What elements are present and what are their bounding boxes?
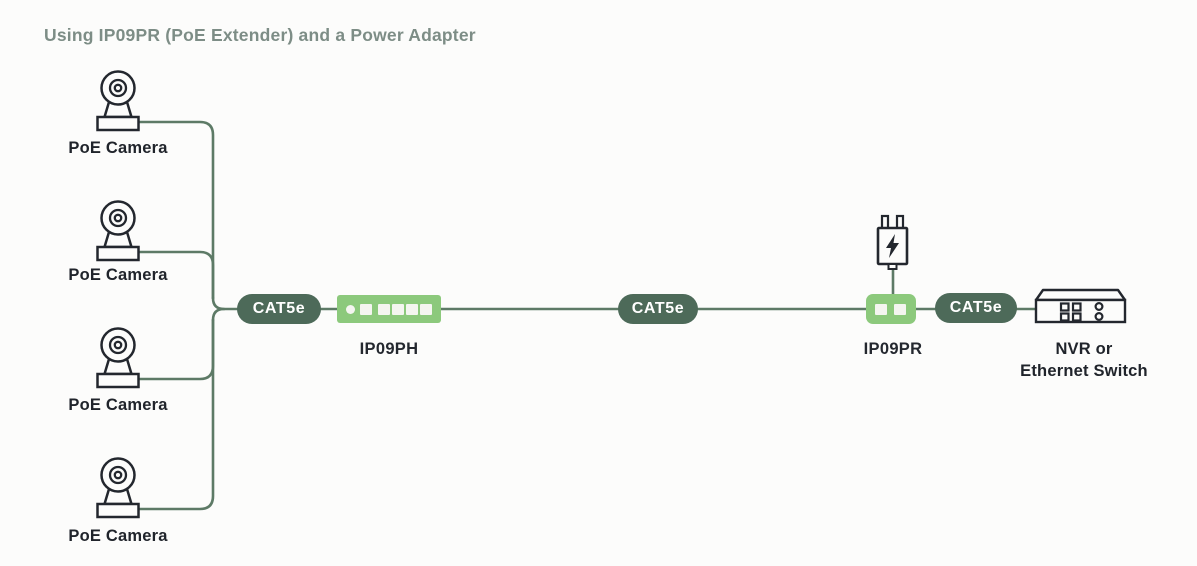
ip09ph-label: IP09PH — [359, 340, 419, 358]
ip09ph-device — [337, 295, 441, 323]
led-dot — [346, 305, 355, 314]
poe-camera-icon — [96, 457, 140, 519]
port-square — [406, 304, 418, 315]
endpoint-label: NVR or Ethernet Switch — [1013, 338, 1155, 382]
lightning-bolt-icon — [886, 234, 899, 258]
endpoint-label-line2: Ethernet Switch — [1020, 362, 1148, 380]
port-square — [420, 304, 432, 315]
camera4-label: PoE Camera — [68, 527, 168, 545]
port-square — [360, 304, 372, 315]
poe-camera-icon — [96, 70, 140, 132]
nvr-switch-icon — [1034, 288, 1127, 324]
camera1-cable-line — [138, 120, 215, 300]
trunk-join-bottom-line — [211, 307, 226, 322]
port-square — [875, 304, 887, 315]
endpoint-label-line1: NVR or — [1055, 340, 1113, 358]
ip09pr-device — [866, 294, 916, 324]
cable-badge-cat5e: CAT5e — [237, 294, 321, 324]
port-square — [392, 304, 404, 315]
poe-camera-icon — [96, 200, 140, 262]
cable-badge-cat5e: CAT5e — [618, 294, 698, 324]
camera4-cable-line — [138, 318, 215, 511]
camera3-cable-line — [138, 318, 215, 381]
diagram-title: Using IP09PR (PoE Extender) and a Power … — [44, 25, 476, 45]
power-adapter-icon — [876, 214, 909, 270]
camera1-label: PoE Camera — [68, 139, 168, 157]
port-square — [378, 304, 390, 315]
camera2-cable-line — [138, 250, 215, 300]
cable-badge-cat5e: CAT5e — [935, 293, 1017, 323]
camera2-label: PoE Camera — [68, 266, 168, 284]
port-square — [894, 304, 906, 315]
camera3-label: PoE Camera — [68, 396, 168, 414]
ip09pr-label: IP09PR — [863, 340, 923, 358]
poe-camera-icon — [96, 327, 140, 389]
trunk-join-top-line — [211, 296, 242, 311]
